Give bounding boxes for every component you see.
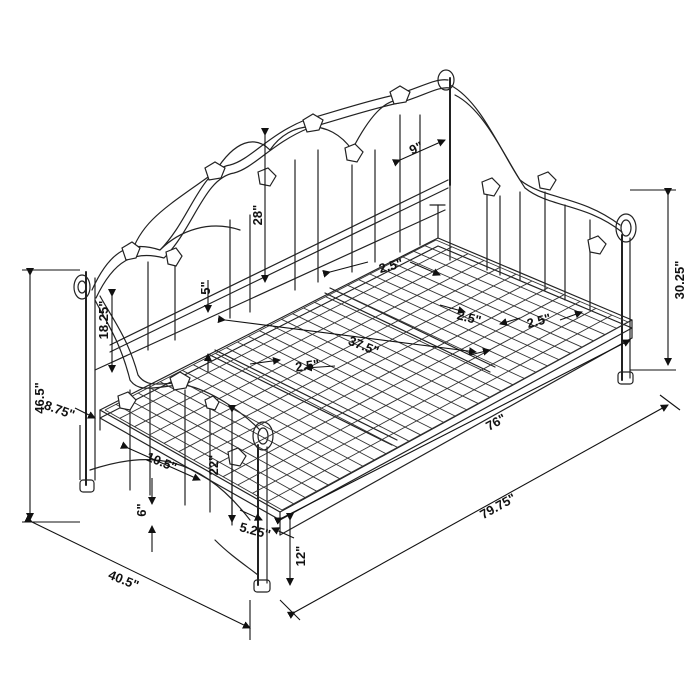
dim-arm-inset: 8.75" <box>42 397 77 422</box>
dim-slat-a: 2.5" <box>377 255 404 276</box>
dim-slat-d: 2.5" <box>294 356 320 374</box>
dim-length-total: 79.75" <box>477 490 518 522</box>
dim-ground-clear: 6" <box>134 503 149 516</box>
dim-height-total: 46.5" <box>32 382 47 413</box>
dim-depth-total: 40.5" <box>106 567 141 593</box>
dim-slat-gap-top: 5" <box>198 281 213 294</box>
dim-slat-b: 2.5" <box>456 307 483 328</box>
dim-back-rail-height: 28" <box>250 205 265 226</box>
dim-arm-panel: 18.25" <box>96 301 111 340</box>
decorative-leaf-ornaments <box>117 85 607 467</box>
dimension-labels: 46.5" 40.5" 79.75" 76" 30.25" 28" 18.25"… <box>32 138 687 592</box>
dim-top-gap: 9" <box>407 138 425 157</box>
dim-front-panel: 22" <box>206 455 221 476</box>
dim-length-inner: 76" <box>483 411 508 434</box>
dimension-lines <box>22 128 681 640</box>
dim-slat-c: 2.5" <box>525 310 552 331</box>
dim-arm-height: 30.25" <box>672 261 687 300</box>
dim-leg-height: 12" <box>293 546 308 567</box>
